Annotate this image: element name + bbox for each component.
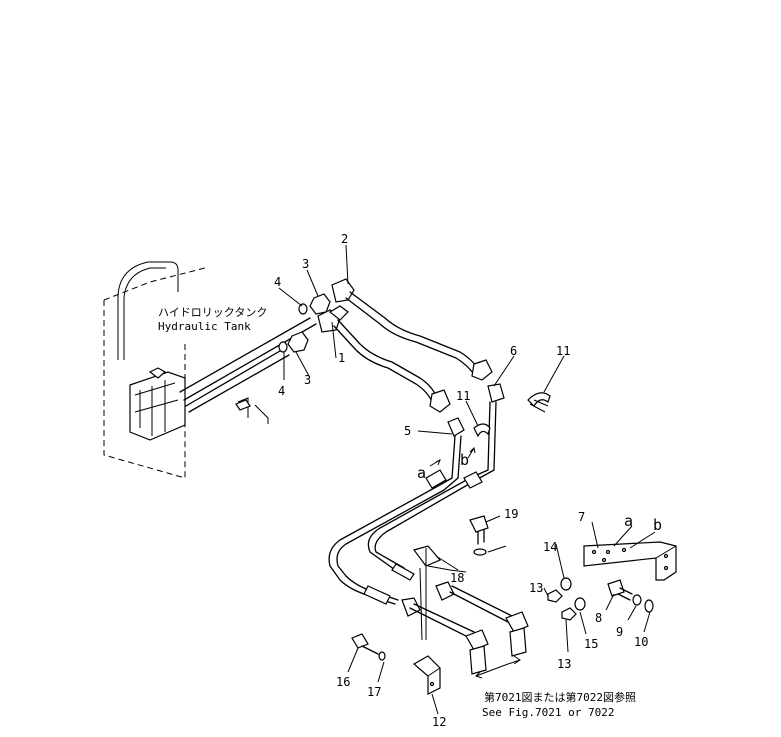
part-number: 12: [432, 715, 446, 729]
part-number: 9: [616, 625, 623, 639]
part-number: 8: [595, 611, 602, 625]
hose-2: [331, 278, 493, 381]
bolt-15: [351, 633, 386, 661]
tank-pipes: [179, 317, 317, 424]
part-number: 2: [341, 232, 348, 246]
hose-1: [317, 305, 451, 413]
route-letter-b: b: [460, 451, 469, 469]
route-letter-b: b: [653, 516, 662, 534]
part-number: 4: [274, 275, 281, 289]
bracket-7: [583, 541, 677, 581]
bolt-8: [607, 579, 654, 613]
part-number: 6: [510, 344, 517, 358]
part-number: 3: [304, 373, 311, 387]
ref-note-jp: 第7021図または第7022図参照: [484, 690, 636, 704]
tank-label-jp: ハイドロリックタンク: [158, 306, 267, 319]
part-number: 10: [634, 635, 648, 649]
end-fittings: [465, 611, 529, 679]
elbow-6: [469, 383, 505, 481]
part-number: 1: [338, 351, 345, 365]
route-arrows: [429, 446, 476, 467]
nuts-washers: [547, 577, 586, 621]
ref-note-en: See Fig.7021 or 7022: [482, 706, 614, 719]
bracket-17: [412, 545, 467, 641]
part-number: 3: [302, 257, 309, 271]
bolt-18: [469, 515, 489, 556]
elbow-5: [447, 417, 465, 479]
part-number: 13: [557, 657, 571, 671]
part-number: 11: [456, 389, 470, 403]
part-number: 16: [336, 675, 350, 689]
long-hoses: [328, 469, 513, 639]
leader-lines: [278, 244, 656, 715]
hydraulic-tank: [103, 261, 206, 479]
part-number: 7: [578, 510, 585, 524]
part-number: 11: [556, 344, 570, 358]
bracket-14: [412, 655, 441, 695]
route-letter-a: a: [417, 464, 426, 482]
part-number: 17: [367, 685, 381, 699]
part-number: 15: [584, 637, 598, 651]
tank-label-en: Hydraulic Tank: [158, 320, 251, 333]
part-number: 5: [404, 424, 411, 438]
part-number: 14: [543, 540, 557, 554]
part-number: 19: [504, 507, 518, 521]
clamps-11: [473, 392, 551, 438]
part-number: 4: [278, 384, 285, 398]
route-letter-a: a: [624, 512, 633, 530]
part-number: 18: [450, 571, 464, 585]
part-number: 13: [529, 581, 543, 595]
